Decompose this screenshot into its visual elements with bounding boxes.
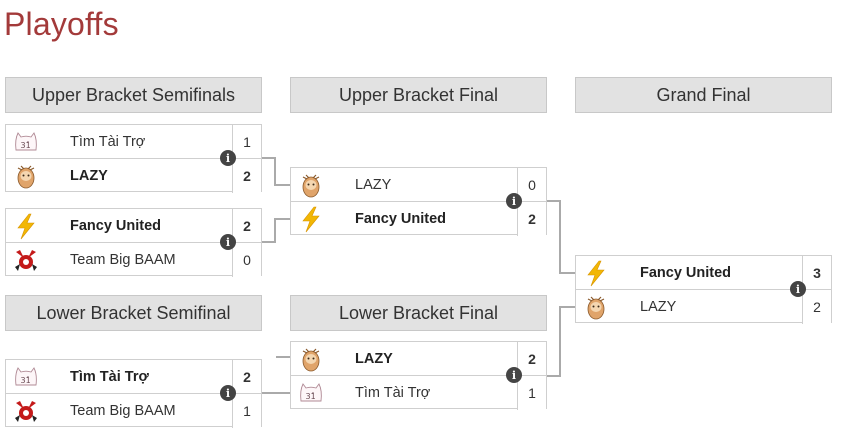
match-info-icon[interactable]: i [220, 385, 236, 401]
team-name: LAZY [640, 299, 677, 315]
team-score: 2 [232, 360, 261, 393]
team-score: 2 [802, 290, 831, 324]
team-name: Tìm Tài Trợ [355, 385, 431, 401]
team-score: 0 [517, 168, 546, 201]
lightning-logo-icon [576, 256, 616, 289]
team-score: 1 [232, 125, 261, 158]
match-team-row[interactable]: LAZY 2 [576, 290, 831, 324]
match-upper-semifinal-2[interactable]: Fancy United 2 Team Big BAAM 0 [5, 208, 262, 277]
lightning-logo-icon [291, 203, 331, 236]
cat-logo-icon [6, 360, 46, 393]
match-team-row[interactable]: LAZY 2 [291, 342, 546, 376]
team-name: Tìm Tài Trợ [70, 133, 146, 150]
match-team-row[interactable]: Tìm Tài Trợ 1 [291, 376, 546, 410]
round-header-grand-final: Grand Final [575, 77, 832, 113]
team-score: 2 [232, 209, 261, 242]
match-upper-semifinal-1[interactable]: Tìm Tài Trợ 1 LAZY 2 [5, 124, 262, 193]
match-grand-final[interactable]: Fancy United 3 LAZY 2 [575, 255, 832, 324]
team-score: 2 [517, 202, 546, 236]
team-name: LAZY [355, 176, 392, 193]
sloth-logo-icon [576, 291, 616, 324]
connector-ubf-gf [547, 200, 575, 274]
match-info-icon[interactable]: i [220, 234, 236, 250]
connector-ubs2-ubf [262, 218, 290, 243]
match-info-icon[interactable]: i [506, 193, 522, 209]
connector-lbf-gf [547, 306, 575, 377]
team-score: 0 [232, 243, 261, 277]
team-score: 1 [517, 376, 546, 410]
team-name: Fancy United [355, 211, 447, 227]
match-team-row[interactable]: LAZY 0 [291, 168, 546, 202]
team-name: Team Big BAAM [70, 403, 176, 419]
team-score: 2 [517, 342, 546, 375]
team-name: LAZY [355, 350, 393, 367]
cat-logo-icon [291, 377, 331, 410]
page-title: Playoffs [4, 6, 119, 42]
match-team-row[interactable]: Team Big BAAM 0 [6, 243, 261, 277]
match-upper-final[interactable]: LAZY 0 Fancy United 2 [290, 167, 547, 236]
match-team-row[interactable]: Tìm Tài Trợ 2 [6, 360, 261, 394]
match-info-icon[interactable]: i [220, 150, 236, 166]
team-name: LAZY [70, 168, 108, 184]
round-header-upper-final: Upper Bracket Final [290, 77, 547, 113]
match-team-row[interactable]: Fancy United 2 [6, 209, 261, 243]
round-header-lower-final: Lower Bracket Final [290, 295, 547, 331]
match-team-row[interactable]: Fancy United 3 [576, 256, 831, 290]
team-score: 1 [232, 394, 261, 428]
team-name: Fancy United [70, 217, 162, 234]
match-info-icon[interactable]: i [790, 281, 806, 297]
team-score: 3 [802, 256, 831, 289]
sloth-logo-icon [291, 342, 331, 375]
tbb-logo-icon [6, 395, 46, 428]
connector-ubs1-ubf [262, 157, 290, 186]
match-team-row[interactable]: LAZY 2 [6, 159, 261, 193]
match-info-icon[interactable]: i [506, 367, 522, 383]
cat-logo-icon [6, 125, 46, 158]
sloth-logo-icon [6, 160, 46, 193]
match-team-row[interactable]: Team Big BAAM 1 [6, 394, 261, 428]
sloth-logo-icon [291, 168, 331, 201]
team-name: Team Big BAAM [70, 252, 176, 268]
team-name: Fancy United [640, 264, 732, 281]
match-team-row[interactable]: Fancy United 2 [291, 202, 546, 236]
team-score: 2 [232, 159, 261, 193]
tbb-logo-icon [6, 244, 46, 277]
team-name: Tìm Tài Trợ [70, 368, 149, 385]
match-lower-final[interactable]: LAZY 2 Tìm Tài Trợ 1 [290, 341, 547, 410]
round-header-upper-semifinals: Upper Bracket Semifinals [5, 77, 262, 113]
match-lower-semifinal[interactable]: Tìm Tài Trợ 2 Team Big BAAM 1 [5, 359, 262, 428]
lightning-logo-icon [6, 209, 46, 242]
round-header-lower-semifinal: Lower Bracket Semifinal [5, 295, 262, 331]
match-team-row[interactable]: Tìm Tài Trợ 1 [6, 125, 261, 159]
